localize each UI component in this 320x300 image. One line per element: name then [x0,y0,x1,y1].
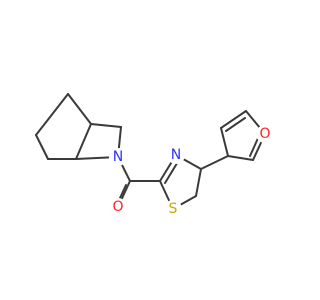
atom-o-carbonyl: O [109,198,127,216]
bond [75,123,92,160]
atom-s-thiazole: S [164,200,182,218]
bond [227,155,254,161]
atom-o-furan: O [256,125,274,143]
thiazole-bonds [159,154,202,210]
bond [67,93,92,125]
bond [35,134,49,160]
bond [200,155,229,170]
atom-n-amide: N [109,148,127,166]
atom-label: O [259,126,270,142]
bond [35,93,69,136]
atom-label: N [113,149,123,165]
bond [220,110,247,129]
bond [195,168,202,197]
bond [225,117,246,132]
bond [90,123,122,128]
bond [249,135,260,157]
furan-bonds [200,110,266,170]
molecule-structure: N O N S O [35,93,274,218]
atom-label: O [112,199,123,215]
bicyclic-amine-bonds [35,93,122,160]
bond [220,127,229,157]
atom-label: N [171,147,181,163]
atom-label: S [169,201,178,217]
atom-n-thiazole: N [167,146,185,164]
